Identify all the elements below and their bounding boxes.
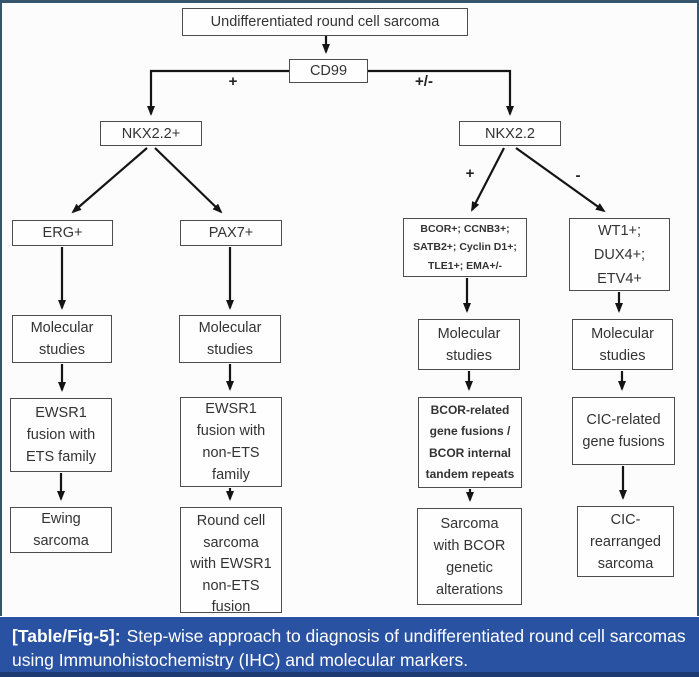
- node-cic-related-fusions: CIC-related gene fusions: [572, 397, 675, 465]
- edge-label-cd99-positive: +: [228, 73, 238, 90]
- node-molecular-studies-1: Molecular studies: [12, 315, 112, 363]
- node-molecular-studies-2: Molecular studies: [179, 315, 281, 363]
- node-round-cell-sarcoma-ewsr1: Round cell sarcoma with EWSR1 non-ETS fu…: [180, 507, 282, 613]
- node-nkx22: NKX2.2: [459, 121, 561, 146]
- node-pax7-positive: PAX7+: [180, 220, 282, 246]
- node-ewsr1-non-ets-fusion: EWSR1 fusion with non-ETS family: [180, 397, 282, 487]
- node-bcor-related-fusions: BCOR-related gene fusions / BCOR interna…: [418, 397, 522, 488]
- node-molecular-studies-3: Molecular studies: [418, 319, 520, 370]
- node-ewsr1-ets-fusion: EWSR1 fusion with ETS family: [10, 398, 112, 472]
- node-undifferentiated-round-cell-sarcoma: Undifferentiated round cell sarcoma: [182, 8, 468, 36]
- node-bcor-ihc-panel: BCOR+; CCNB3+; SATB2+; Cyclin D1+; TLE1+…: [403, 218, 527, 277]
- node-wt1-ihc-panel: WT1+; DUX4+; ETV4+: [569, 218, 670, 291]
- edge-label-cd99-plus-minus: +/-: [415, 73, 433, 90]
- node-sarcoma-bcor-alterations: Sarcoma with BCOR genetic alterations: [417, 508, 522, 605]
- figure-caption-text: Step-wise approach to diagnosis of undif…: [12, 626, 686, 670]
- node-cic-rearranged-sarcoma: CIC- rearranged sarcoma: [577, 506, 674, 577]
- node-ewing-sarcoma: Ewing sarcoma: [10, 507, 112, 553]
- node-erg-positive: ERG+: [12, 220, 113, 246]
- figure-caption-tag: [Table/Fig-5]:: [12, 626, 121, 646]
- edge-label-nkx-positive: +: [465, 165, 475, 182]
- node-nkx22-positive: NKX2.2+: [100, 121, 202, 146]
- caption-bottom-strip: [0, 672, 699, 677]
- figure-caption: [Table/Fig-5]:Step-wise approach to diag…: [0, 617, 699, 672]
- node-cd99: CD99: [289, 59, 368, 83]
- node-molecular-studies-4: Molecular studies: [572, 319, 673, 370]
- edge-label-nkx-negative: -: [575, 167, 581, 184]
